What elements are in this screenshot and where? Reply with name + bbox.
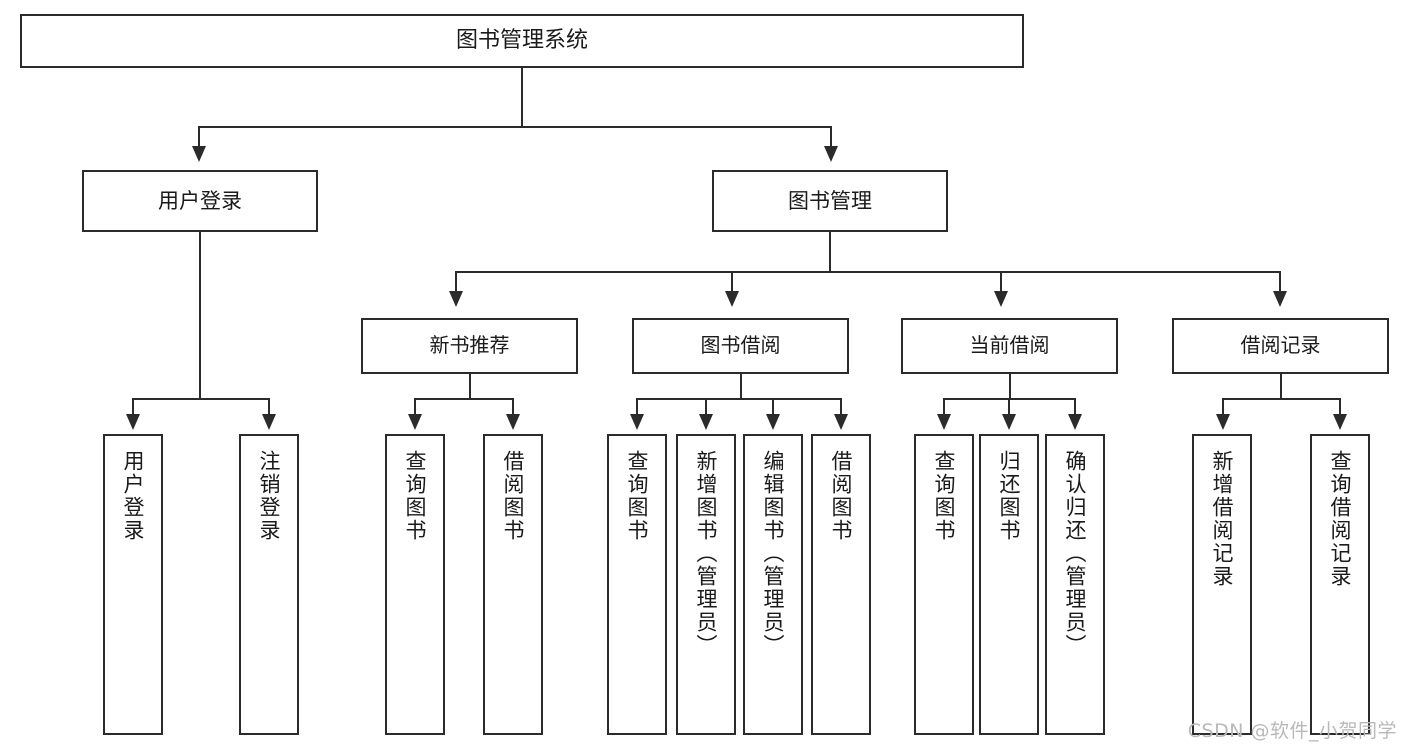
arrowhead-current-borrow: [994, 291, 1008, 307]
connector-br-leaf-1: [1222, 398, 1224, 416]
node-label: 借阅图书: [829, 450, 854, 542]
node-new-book-recommend[interactable]: 新书推荐: [361, 318, 578, 374]
connector-new-book-recommend-bus: [414, 398, 514, 400]
arrowhead-user-login: [192, 146, 206, 162]
leaf-confirm-return-admin[interactable]: 确认归还（管理员）: [1045, 434, 1105, 735]
leaf-query-book-recommend[interactable]: 查询图书: [385, 434, 445, 735]
connector-root-stem: [521, 68, 523, 126]
connector-user-login-leaf-1: [132, 398, 134, 416]
arrowhead-leaf-user-login: [126, 414, 140, 430]
node-label: 图书管理系统: [455, 28, 588, 54]
node-label: 借阅图书: [501, 450, 526, 542]
connector-bb-leaf-2: [705, 398, 707, 416]
connector-book-borrow-bus: [636, 398, 842, 400]
arrowhead-cb-leaf-3: [1068, 414, 1082, 430]
connector-cb-leaf-3: [1074, 398, 1076, 416]
connector-new-book-recommend-stem: [469, 374, 471, 400]
connector-cb-leaf-2: [1008, 398, 1010, 416]
node-root-book-management-system[interactable]: 图书管理系统: [20, 14, 1024, 68]
connector-book-management-stem: [829, 232, 831, 272]
connector-borrow-record-bus: [1222, 398, 1341, 400]
connector-root-bus: [198, 126, 832, 128]
node-label: 新书推荐: [429, 333, 510, 358]
node-label: 新增借阅记录: [1210, 450, 1235, 588]
node-label: 当前借阅: [969, 333, 1050, 358]
arrowhead-bb-leaf-4: [834, 414, 848, 430]
connector-cb-leaf-1: [943, 398, 945, 416]
node-label: 新增图书（管理员）: [694, 450, 719, 657]
connector-user-login-leaf-2: [268, 398, 270, 416]
leaf-user-login[interactable]: 用户登录: [103, 434, 163, 735]
leaf-edit-book-admin[interactable]: 编辑图书（管理员）: [743, 434, 803, 735]
connector-nbr-leaf-2: [512, 398, 514, 416]
arrowhead-leaf-logout: [262, 414, 276, 430]
connector-current-borrow-stem: [1009, 374, 1011, 400]
connector-to-current-borrow: [1000, 271, 1002, 293]
node-label: 编辑图书（管理员）: [761, 450, 786, 657]
leaf-add-borrow-record[interactable]: 新增借阅记录: [1192, 434, 1252, 735]
connector-to-borrow-record: [1279, 271, 1281, 293]
node-label: 查询图书: [403, 450, 428, 542]
arrowhead-borrow-record: [1273, 291, 1287, 307]
leaf-query-book-current[interactable]: 查询图书: [914, 434, 974, 735]
leaf-logout[interactable]: 注销登录: [239, 434, 299, 735]
connector-root-to-book-management: [830, 126, 832, 148]
node-book-borrow[interactable]: 图书借阅: [632, 318, 849, 374]
arrowhead-cb-leaf-1: [937, 414, 951, 430]
node-label: 查询图书: [625, 450, 650, 542]
node-label: 借阅记录: [1240, 333, 1321, 358]
connector-book-management-bus: [455, 271, 1281, 273]
node-label: 查询图书: [932, 450, 957, 542]
connector-nbr-leaf-1: [414, 398, 416, 416]
leaf-query-borrow-record[interactable]: 查询借阅记录: [1310, 434, 1370, 735]
node-label: 注销登录: [257, 450, 282, 542]
arrowhead-book-borrow: [725, 291, 739, 307]
node-current-borrow[interactable]: 当前借阅: [901, 318, 1118, 374]
leaf-query-book-borrow[interactable]: 查询图书: [607, 434, 667, 735]
arrowhead-new-book-recommend: [449, 291, 463, 307]
connector-book-borrow-stem: [740, 374, 742, 400]
node-label: 归还图书: [997, 450, 1022, 542]
node-label: 图书借阅: [700, 333, 781, 358]
node-label: 确认归还（管理员）: [1063, 450, 1088, 657]
node-label: 用户登录: [121, 450, 146, 542]
node-borrow-record[interactable]: 借阅记录: [1172, 318, 1389, 374]
connector-borrow-record-stem: [1280, 374, 1282, 400]
leaf-return-book[interactable]: 归还图书: [979, 434, 1039, 735]
watermark-text: CSDN @软件_小贺同学: [1187, 720, 1397, 742]
node-label: 用户登录: [158, 188, 242, 213]
connector-user-login-bus: [132, 398, 270, 400]
leaf-borrow-book-recommend[interactable]: 借阅图书: [483, 434, 543, 735]
arrowhead-cb-leaf-2: [1002, 414, 1016, 430]
leaf-add-book-admin[interactable]: 新增图书（管理员）: [676, 434, 736, 735]
connector-br-leaf-2: [1339, 398, 1341, 416]
arrowhead-bb-leaf-1: [630, 414, 644, 430]
connector-bb-leaf-1: [636, 398, 638, 416]
node-label: 图书管理: [788, 188, 872, 213]
arrowhead-br-leaf-2: [1333, 414, 1347, 430]
arrowhead-br-leaf-1: [1216, 414, 1230, 430]
arrowhead-nbr-leaf-1: [408, 414, 422, 430]
node-book-management[interactable]: 图书管理: [712, 170, 948, 232]
arrowhead-book-management: [824, 146, 838, 162]
connector-bb-leaf-4: [840, 398, 842, 416]
arrowhead-nbr-leaf-2: [506, 414, 520, 430]
connector-bb-leaf-3: [772, 398, 774, 416]
leaf-borrow-book[interactable]: 借阅图书: [811, 434, 871, 735]
connector-to-new-book-recommend: [455, 271, 457, 293]
connector-user-login-stem: [199, 232, 201, 400]
node-user-login[interactable]: 用户登录: [82, 170, 318, 232]
arrowhead-bb-leaf-3: [766, 414, 780, 430]
connector-to-book-borrow: [731, 271, 733, 293]
arrowhead-bb-leaf-2: [699, 414, 713, 430]
node-label: 查询借阅记录: [1328, 450, 1353, 588]
connector-root-to-user-login: [198, 126, 200, 148]
